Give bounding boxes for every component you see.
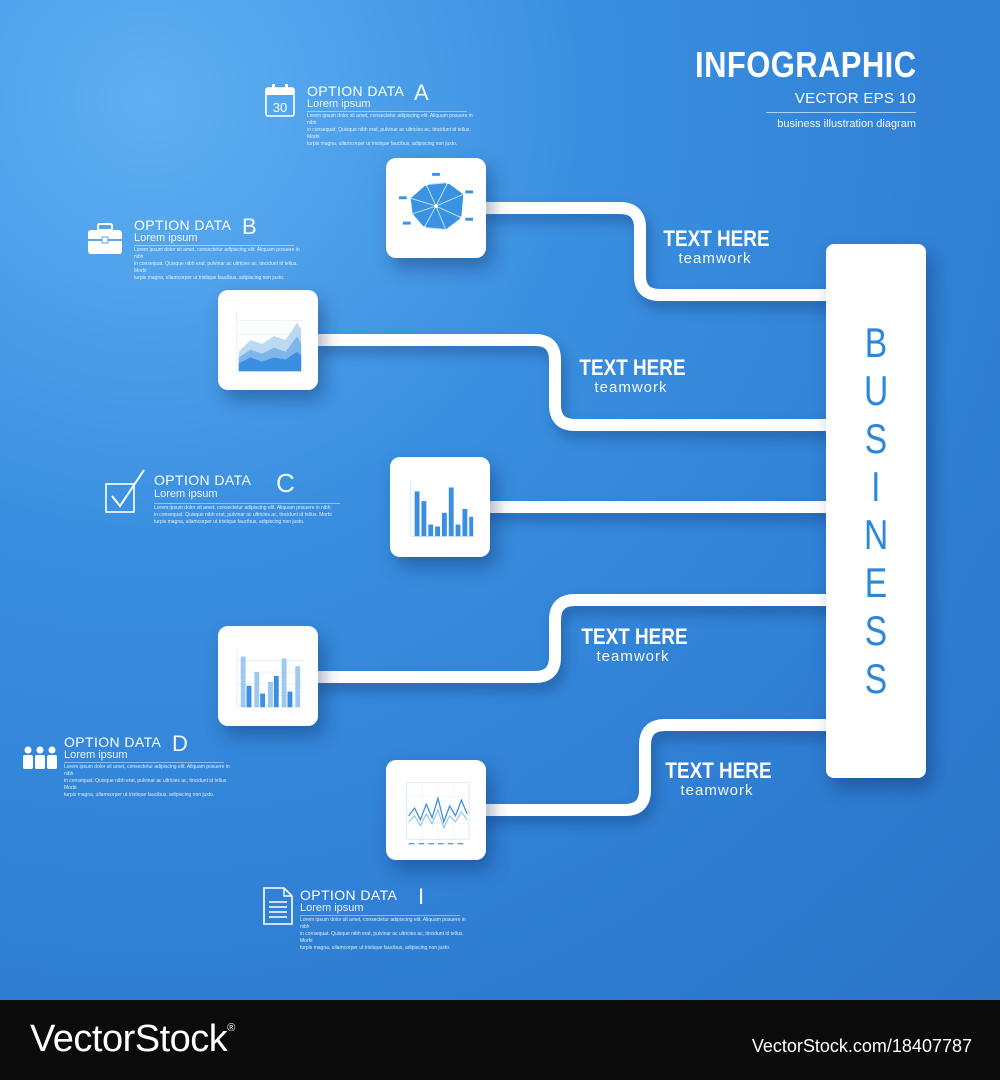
option-body: Lorem ipsum dolor sit amet, consectetur … bbox=[154, 505, 344, 526]
option-divider bbox=[134, 245, 294, 246]
watermark-brand: VectorStock® bbox=[30, 1018, 235, 1061]
branch-label-2: TEXT HERE teamwork bbox=[571, 355, 691, 396]
option-letter: I bbox=[418, 884, 425, 909]
option-divider bbox=[64, 762, 224, 763]
watermark-url: VectorStock.com/18407787 bbox=[751, 1036, 972, 1056]
branch-caption: teamwork bbox=[678, 250, 752, 267]
option-a: 30 OPTION DATA A Lorem ipsum Lorem ipsum… bbox=[264, 80, 474, 147]
column-chart-box bbox=[218, 626, 318, 726]
business-letter: S bbox=[864, 415, 888, 462]
document-icon bbox=[263, 887, 293, 925]
option-b: OPTION DATA B Lorem ipsum Lorem ipsum do… bbox=[86, 214, 300, 281]
area-chart-icon bbox=[236, 310, 304, 372]
connector-4 bbox=[312, 594, 832, 683]
network-map-icon bbox=[398, 172, 474, 230]
branch-caption: teamwork bbox=[680, 782, 754, 799]
body-line: in consequat. Quisque nibh erat, pulvina… bbox=[134, 261, 298, 274]
option-body: Lorem ipsum dolor sit amet, consectetur … bbox=[307, 113, 477, 148]
line-chart-icon bbox=[406, 782, 470, 845]
business-letter: E bbox=[864, 559, 888, 606]
business-bar: B U S I N E S S bbox=[826, 244, 926, 778]
business-letter: I bbox=[871, 463, 881, 510]
branch-caption: teamwork bbox=[596, 648, 670, 665]
option-subtitle: Lorem ipsum bbox=[134, 232, 198, 244]
bar-chart-icon bbox=[410, 479, 476, 537]
branch-heading: TEXT HERE bbox=[665, 758, 772, 783]
branch-label-5: TEXT HERE teamwork bbox=[657, 758, 777, 799]
calendar-icon: 30 bbox=[265, 84, 295, 117]
option-divider bbox=[300, 915, 460, 916]
body-line: in consequat. Quisque nibh erat, pulvina… bbox=[300, 931, 464, 944]
network-map-box bbox=[386, 158, 486, 258]
option-i: OPTION DATA I Lorem ipsum Lorem ipsum do… bbox=[262, 884, 472, 951]
body-line: in consequat. Quisque nibh erat, pulvina… bbox=[64, 778, 228, 791]
infographic-title: INFOGRAPHIC bbox=[694, 44, 916, 85]
option-letter: A bbox=[414, 80, 429, 105]
connector-lines bbox=[312, 202, 832, 816]
option-letter: B bbox=[242, 214, 257, 239]
option-title: OPTION DATA bbox=[134, 217, 232, 233]
branch-label-1: TEXT HERE teamwork bbox=[655, 226, 775, 267]
column-chart-icon bbox=[236, 648, 304, 708]
option-divider bbox=[154, 503, 340, 504]
option-divider bbox=[307, 111, 467, 112]
body-line: Lorem ipsum dolor sit amet, consectetur … bbox=[307, 113, 473, 126]
option-body: Lorem ipsum dolor sit amet, consectetur … bbox=[300, 917, 470, 952]
option-c: OPTION DATA C Lorem ipsum Lorem ipsum do… bbox=[104, 466, 344, 526]
area-chart-box bbox=[218, 290, 318, 390]
option-letter: D bbox=[172, 731, 188, 756]
body-line: Lorem ipsum dolor sit amet, consectetur … bbox=[134, 247, 300, 260]
body-line: turpis magna, ullamcorper ut tristique f… bbox=[307, 141, 458, 147]
checkbox-icon bbox=[105, 469, 145, 513]
option-letter: C bbox=[276, 468, 295, 498]
title-divider bbox=[766, 112, 916, 113]
body-line: Lorem ipsum dolor sit amet, consectetur … bbox=[64, 764, 230, 777]
watermark-bar: VectorStock® VectorStock.com/18407787 bbox=[0, 1000, 1000, 1080]
connector-2 bbox=[312, 334, 832, 431]
business-letter: U bbox=[863, 367, 889, 414]
option-d: OPTION DATA D Lorem ipsum Lorem ipsum do… bbox=[22, 731, 232, 798]
body-line: Lorem ipsum dolor sit amet, consectetur … bbox=[154, 505, 331, 511]
branch-caption: teamwork bbox=[594, 379, 668, 396]
body-line: in consequat. Quisque nibh erat, pulvina… bbox=[307, 127, 471, 140]
body-line: turpis magna, ullamcorper ut tristique f… bbox=[64, 792, 215, 798]
connector-5 bbox=[480, 719, 832, 816]
people-icon bbox=[23, 746, 57, 769]
briefcase-icon bbox=[88, 223, 122, 254]
body-line: in consequat. Quisque nibh erat, pulvina… bbox=[154, 512, 332, 518]
option-body: Lorem ipsum dolor sit amet, consectetur … bbox=[134, 247, 304, 282]
business-letter: N bbox=[863, 511, 889, 558]
business-letter: S bbox=[864, 607, 888, 654]
option-title: OPTION DATA bbox=[154, 472, 252, 488]
option-subtitle: Lorem ipsum bbox=[64, 749, 128, 761]
connector-1 bbox=[480, 202, 832, 301]
option-title: OPTION DATA bbox=[307, 83, 405, 99]
body-line: turpis magna, ullamcorper ut tristique f… bbox=[154, 519, 305, 525]
body-line: turpis magna, ullamcorper ut tristique f… bbox=[134, 275, 285, 281]
branch-heading: TEXT HERE bbox=[663, 226, 770, 251]
brand-name: VectorStock bbox=[30, 1018, 228, 1060]
branch-heading: TEXT HERE bbox=[579, 355, 686, 380]
line-chart-box bbox=[386, 760, 486, 860]
option-body: Lorem ipsum dolor sit amet, consectetur … bbox=[64, 764, 234, 799]
business-letter: S bbox=[864, 655, 888, 702]
title-block: INFOGRAPHIC VECTOR EPS 10 business illus… bbox=[659, 44, 916, 130]
title-description: business illustration diagram bbox=[777, 118, 916, 130]
body-line: Lorem ipsum dolor sit amet, consectetur … bbox=[300, 917, 466, 930]
option-subtitle: Lorem ipsum bbox=[307, 98, 371, 110]
branch-label-4: TEXT HERE teamwork bbox=[573, 624, 693, 665]
branch-heading: TEXT HERE bbox=[581, 624, 688, 649]
option-title: OPTION DATA bbox=[300, 887, 398, 903]
bar-chart-box bbox=[390, 457, 490, 557]
body-line: turpis magna, ullamcorper ut tristique f… bbox=[300, 945, 451, 951]
vector-subtitle: VECTOR EPS 10 bbox=[794, 90, 916, 107]
calendar-day: 30 bbox=[273, 100, 287, 115]
registered-mark: ® bbox=[227, 1022, 235, 1034]
option-subtitle: Lorem ipsum bbox=[300, 902, 364, 914]
option-title: OPTION DATA bbox=[64, 734, 162, 750]
option-subtitle: Lorem ipsum bbox=[154, 488, 218, 500]
infographic-canvas: INFOGRAPHIC VECTOR EPS 10 business illus… bbox=[0, 0, 1000, 1000]
business-letter: B bbox=[864, 319, 888, 366]
